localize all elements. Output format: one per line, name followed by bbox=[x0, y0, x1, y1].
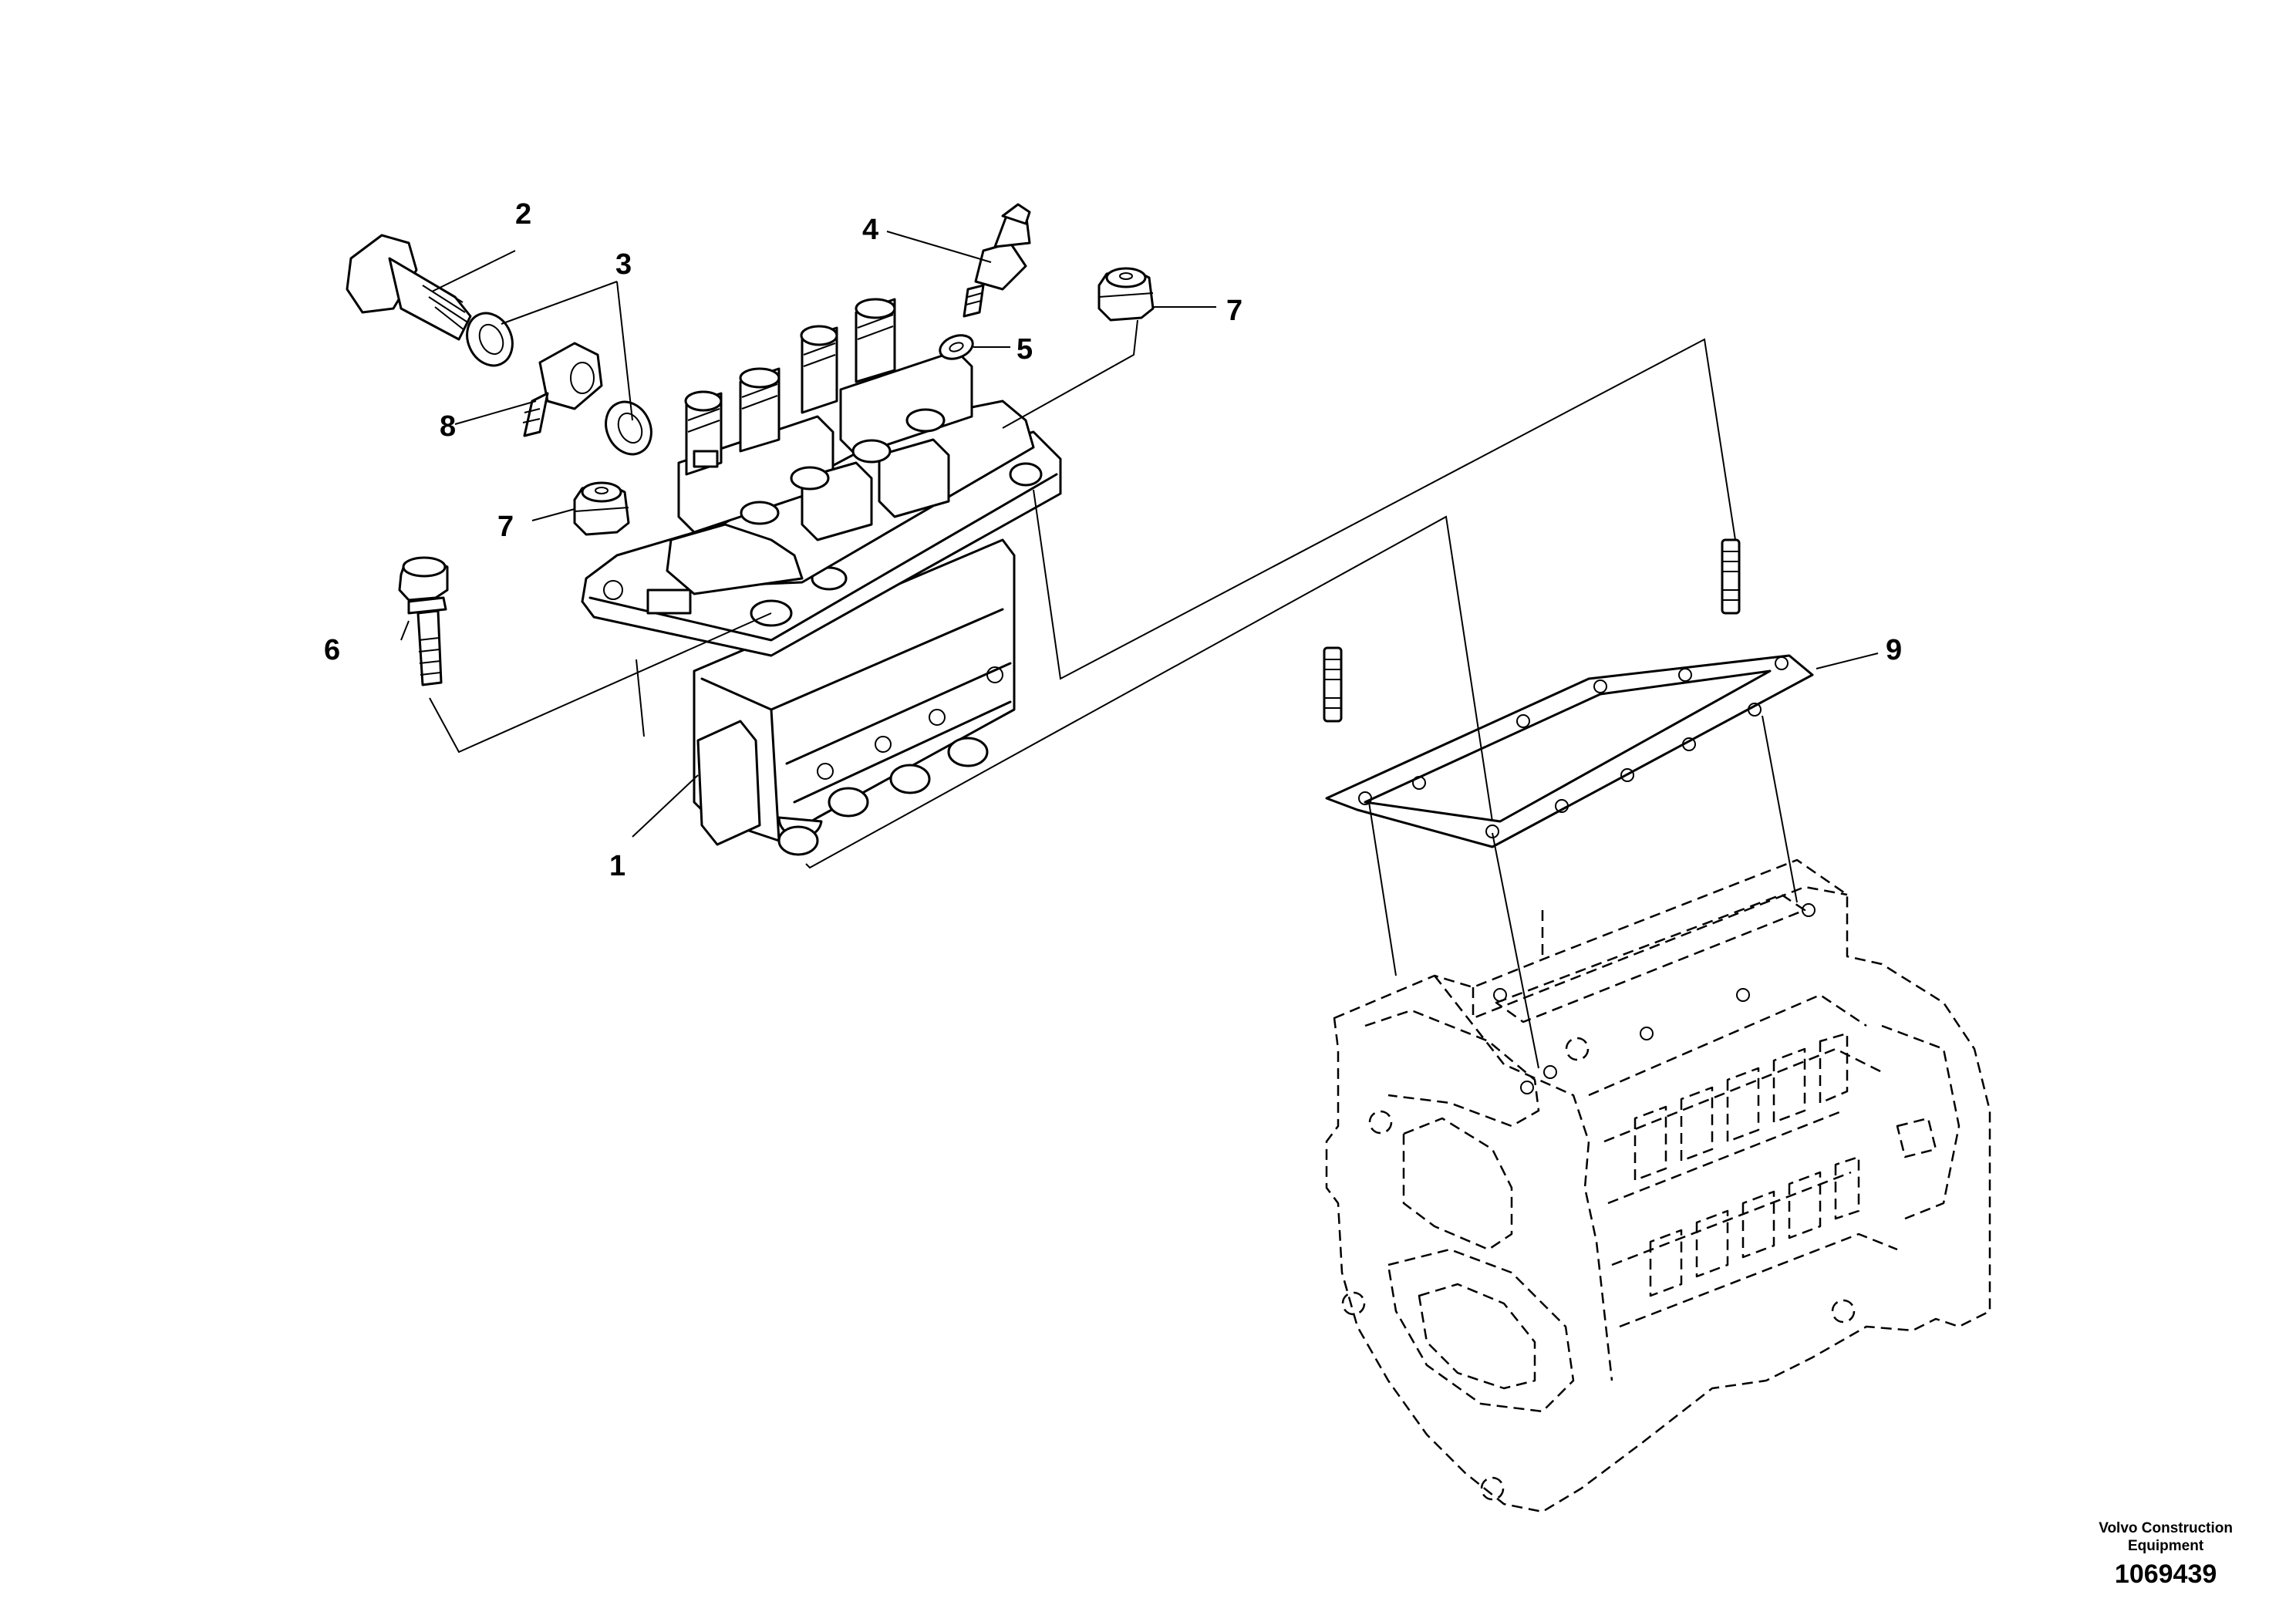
injection-pump bbox=[581, 298, 1062, 856]
flange-bolt bbox=[398, 556, 449, 686]
callout-9: 9 bbox=[1886, 634, 1902, 666]
drawing-footer: Volvo Construction Equipment 1069439 bbox=[2099, 1519, 2233, 1590]
sealing-washer-upper bbox=[466, 312, 514, 367]
stud-left bbox=[1323, 646, 1343, 723]
brand-line-2: Equipment bbox=[2128, 1538, 2204, 1554]
sealing-washer-lower bbox=[605, 400, 652, 456]
gasket bbox=[1325, 654, 1814, 848]
callout-7-upper: 7 bbox=[1226, 295, 1242, 327]
drawing-number: 1069439 bbox=[2114, 1560, 2217, 1589]
callout-7-lower: 7 bbox=[497, 511, 514, 543]
callout-2: 2 bbox=[515, 198, 531, 231]
alignment-lines bbox=[429, 319, 1798, 1069]
callout-5: 5 bbox=[1017, 333, 1033, 366]
callout-8: 8 bbox=[440, 410, 456, 443]
engine-block bbox=[1325, 858, 1991, 1513]
nipple-fitting bbox=[963, 203, 1031, 318]
copper-washer bbox=[939, 334, 974, 360]
callout-4: 4 bbox=[862, 214, 878, 246]
callout-6: 6 bbox=[324, 634, 340, 666]
flange-nut-lower bbox=[573, 481, 630, 536]
callout-1: 1 bbox=[609, 850, 625, 882]
brand-line-1: Volvo Construction bbox=[2099, 1520, 2233, 1536]
banjo-bolt bbox=[346, 234, 472, 341]
banjo-fitting bbox=[522, 342, 603, 437]
stud-right bbox=[1721, 538, 1741, 615]
flange-nut-upper bbox=[1097, 267, 1155, 322]
callout-3: 3 bbox=[615, 248, 632, 281]
leader-lines bbox=[400, 231, 1879, 838]
